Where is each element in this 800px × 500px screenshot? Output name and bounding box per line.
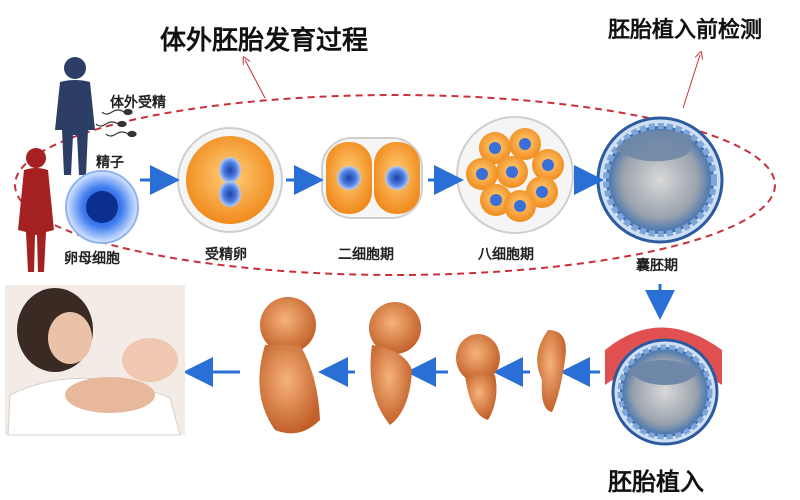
fetus-stage1-icon (369, 302, 421, 425)
main-title-callout (245, 60, 266, 99)
two-cell-label: 二细胞期 (338, 247, 394, 263)
fetus-stage2-icon (259, 297, 320, 434)
oocyte-icon (65, 170, 139, 244)
process-boundary-ellipse (14, 94, 776, 276)
implantation-title: 胚胎植入 (608, 468, 704, 496)
embryo-stage2-icon (456, 334, 500, 420)
two-cell-embryo-icon (321, 137, 423, 219)
mother-and-baby-image (5, 285, 185, 436)
zygote-icon (177, 127, 283, 233)
main-title: 体外胚胎发育过程 (160, 26, 369, 56)
implanted-blastocyst-icon (605, 327, 722, 446)
female-figure-icon (18, 148, 54, 272)
eight-cell-embryo-icon (456, 116, 574, 234)
sperm-icon (95, 108, 137, 138)
blastocyst-label: 囊胚期 (636, 258, 678, 274)
oocyte-label: 卵母细胞 (64, 251, 120, 267)
eight-cell-label: 八细胞期 (478, 247, 534, 263)
pgt-title: 胚胎植入前检测 (608, 18, 763, 43)
early-embryo-icon (537, 330, 566, 412)
zygote-label: 受精卵 (205, 247, 247, 263)
blastocyst-icon (596, 116, 724, 244)
sperm-label: 精子 (96, 155, 124, 171)
male-figure-icon (55, 57, 95, 175)
pgt-callout (682, 55, 700, 109)
ivf-label: 体外受精 (110, 95, 166, 111)
